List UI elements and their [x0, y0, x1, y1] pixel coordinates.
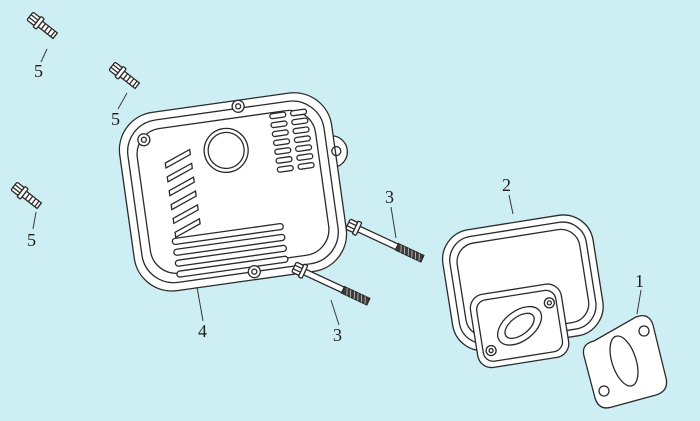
muffler-outlet-flange: [469, 283, 570, 369]
cover-ear-hole: [331, 145, 342, 157]
muffler-exhaust-port: [497, 305, 543, 346]
part-label-4: 4: [198, 321, 207, 341]
part-label-2: 2: [502, 175, 511, 195]
cover-round-opening: [203, 127, 249, 174]
cover-bottom-grille: [171, 222, 289, 278]
part-exhaust-gasket: [582, 314, 668, 409]
part-flange-bolt-top: [25, 10, 60, 42]
leader-lines: [32, 48, 642, 326]
part-flange-bolt-upper-middle: [107, 60, 142, 92]
part-label-5-middle: 5: [111, 109, 120, 129]
part-label-5-top: 5: [34, 61, 43, 81]
part-label-3-upper: 3: [385, 187, 394, 207]
cover-screw-bosses: [137, 99, 261, 279]
part-flange-bolt-left: [9, 180, 44, 212]
part-label-3-lower: 3: [333, 325, 342, 345]
cover-right-louvers: [269, 108, 315, 173]
cover-left-louvers: [164, 148, 201, 239]
gasket-port-slot: [609, 335, 639, 387]
part-label-5-left: 5: [27, 230, 36, 250]
part-long-bolt-upper: [344, 217, 426, 266]
part-muffler-cover: [118, 92, 348, 292]
part-label-1: 1: [635, 271, 644, 291]
part-muffler-body: [441, 214, 604, 369]
